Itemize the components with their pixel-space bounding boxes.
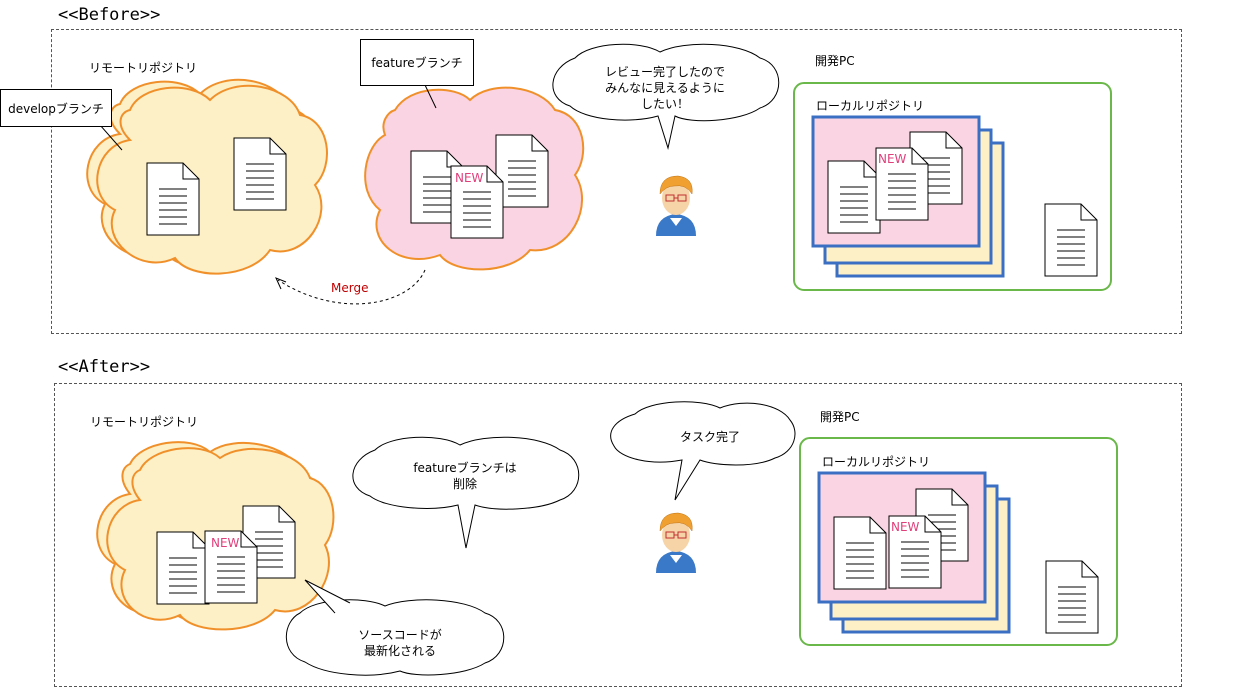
dev-pc-label: 開発PC <box>815 54 855 68</box>
remote-repo-label: リモートリポジトリ <box>90 415 199 429</box>
review-speech-text: レビュー完了したので みんなに見えるように したい！ <box>575 64 755 112</box>
speech-line: featureブランチは <box>413 461 517 475</box>
develop-cloud <box>86 78 328 275</box>
develop-branch-label: developブランチ <box>0 89 112 127</box>
new-badge: NEW <box>891 520 920 534</box>
before-title: <<Before>> <box>58 5 161 25</box>
remote-file-icon <box>156 531 210 605</box>
dev-pc-label: 開発PC <box>820 410 860 424</box>
new-badge: NEW <box>878 152 907 166</box>
callout-pointer <box>424 84 437 109</box>
updated-speech-bubble <box>285 579 505 676</box>
local-repo-label: ローカルリポジトリ <box>816 99 925 113</box>
task-done-text: タスク完了 <box>679 430 740 444</box>
speech-line: 最新化される <box>363 644 436 658</box>
merge-label: Merge <box>331 281 369 295</box>
speech-line: したい！ <box>640 97 689 111</box>
new-badge: NEW <box>211 536 240 550</box>
speech-line: ソースコードが <box>358 628 442 642</box>
deleted-speech-bubble <box>352 436 580 549</box>
speech-line: レビュー完了したので <box>604 65 725 79</box>
task-done-speech-bubble <box>610 401 796 501</box>
review-speech-bubble <box>552 43 780 150</box>
deleted-speech-text: featureブランチは 削除 <box>375 460 555 492</box>
new-badge: NEW <box>455 171 484 185</box>
pc-file-icon <box>1045 560 1099 634</box>
merge-arrow <box>277 269 426 305</box>
speech-line: 削除 <box>452 477 477 491</box>
local-repo-label: ローカルリポジトリ <box>822 455 931 469</box>
after-panel <box>54 383 1182 687</box>
merge-arrowhead <box>275 277 287 290</box>
before-panel <box>51 29 1182 334</box>
speech-line: みんなに見えるように <box>605 81 725 95</box>
developer-avatar <box>655 512 697 574</box>
after-title: <<After>> <box>58 357 151 377</box>
callout-pointer <box>99 124 123 151</box>
feature-branch-label: featureブランチ <box>360 39 474 86</box>
updated-speech-text: ソースコードが 最新化される <box>310 627 490 659</box>
local-file-icon <box>833 516 887 590</box>
remote-repo-label: リモートリポジトリ <box>89 61 198 75</box>
